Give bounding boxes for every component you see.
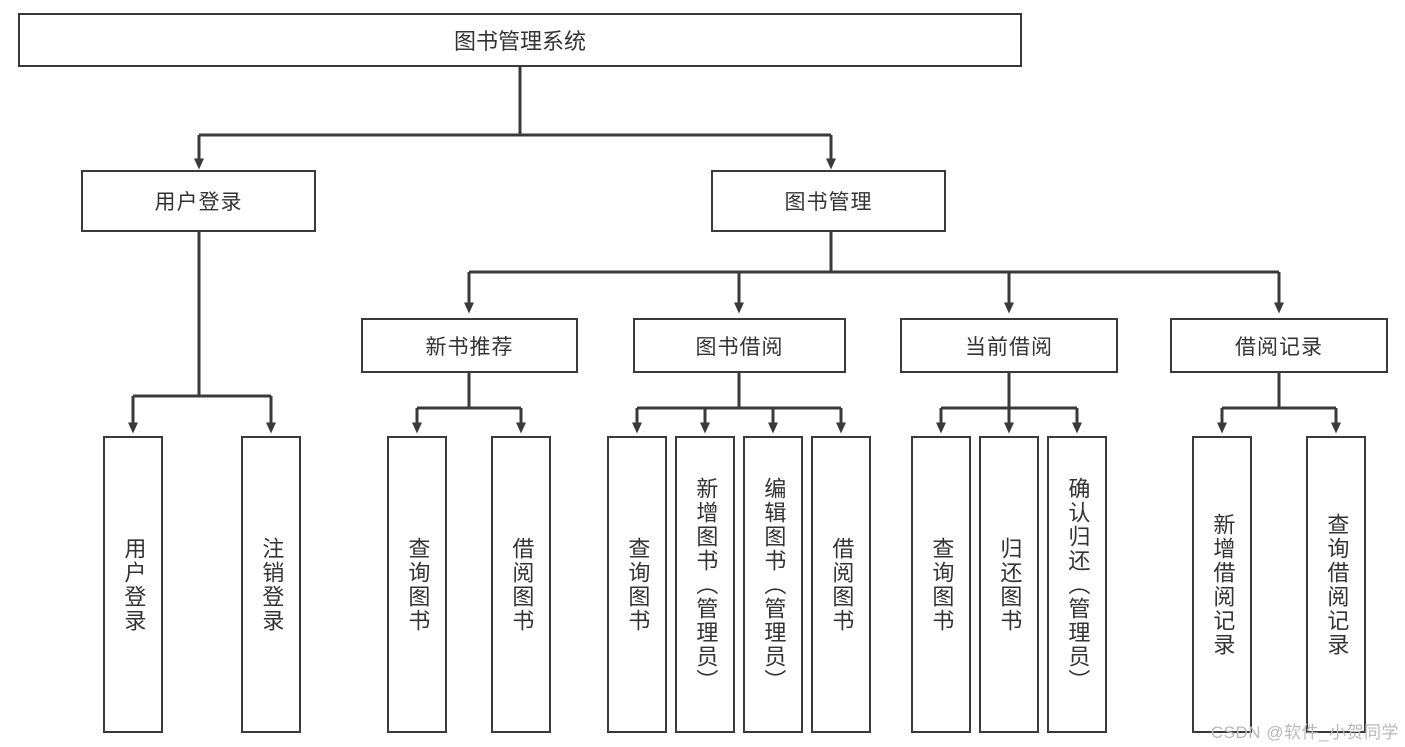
- leaf-logout[interactable]: 注销登录: [241, 436, 301, 733]
- leaf-query-book-recommend-label: 查询图书: [405, 536, 431, 633]
- leaf-query-book-recommend[interactable]: 查询图书: [387, 436, 447, 733]
- node-current-borrow[interactable]: 当前借阅: [900, 318, 1118, 373]
- node-new-book-recommend[interactable]: 新书推荐: [361, 318, 578, 373]
- node-user-login-label: 用户登录: [154, 191, 243, 214]
- leaf-query-book-current[interactable]: 查询图书: [911, 436, 971, 733]
- leaf-return-book[interactable]: 归还图书: [979, 436, 1039, 733]
- leaf-logout-label: 注销登录: [259, 536, 285, 633]
- leaf-confirm-return-admin[interactable]: 确认归还（管理员）: [1047, 436, 1107, 733]
- leaf-add-book-admin[interactable]: 新增图书（管理员）: [675, 436, 735, 733]
- leaf-borrow-book-recommend[interactable]: 借阅图书: [491, 436, 551, 733]
- node-new-book-recommend-label: 新书推荐: [425, 335, 514, 359]
- leaf-borrow-book-recommend-label: 借阅图书: [509, 536, 535, 633]
- node-borrow-record-label: 借阅记录: [1235, 335, 1323, 359]
- node-root[interactable]: 图书管理系统: [18, 13, 1022, 67]
- watermark: CSDN @软件_小贺同学: [1210, 723, 1399, 742]
- leaf-user-login-label: 用户登录: [121, 536, 147, 633]
- node-current-borrow-label: 当前借阅: [965, 335, 1053, 359]
- leaf-user-login[interactable]: 用户登录: [103, 436, 163, 733]
- leaf-return-book-label: 归还图书: [997, 536, 1023, 633]
- leaf-query-book-current-label: 查询图书: [929, 536, 955, 633]
- leaf-query-book-borrow-label: 查询图书: [625, 536, 651, 633]
- leaf-borrow-book-label: 借阅图书: [829, 536, 855, 633]
- node-book-borrow[interactable]: 图书借阅: [633, 318, 846, 373]
- leaf-query-book-borrow[interactable]: 查询图书: [607, 436, 667, 733]
- node-borrow-record[interactable]: 借阅记录: [1170, 318, 1388, 373]
- leaf-query-borrow-record-label: 查询借阅记录: [1324, 512, 1350, 657]
- leaf-edit-book-admin-label: 编辑图书（管理员）: [761, 476, 787, 693]
- node-book-management[interactable]: 图书管理: [711, 170, 946, 232]
- node-root-label: 图书管理系统: [453, 29, 586, 54]
- leaf-edit-book-admin[interactable]: 编辑图书（管理员）: [743, 436, 803, 733]
- node-user-login[interactable]: 用户登录: [81, 170, 316, 232]
- leaf-confirm-return-admin-label: 确认归还（管理员）: [1065, 476, 1091, 693]
- leaf-add-borrow-record[interactable]: 新增借阅记录: [1192, 436, 1252, 733]
- leaf-borrow-book[interactable]: 借阅图书: [811, 436, 871, 733]
- leaf-add-book-admin-label: 新增图书（管理员）: [693, 476, 719, 693]
- node-book-borrow-label: 图书借阅: [695, 335, 784, 359]
- leaf-query-borrow-record[interactable]: 查询借阅记录: [1306, 436, 1366, 733]
- leaf-add-borrow-record-label: 新增借阅记录: [1210, 512, 1236, 657]
- node-book-management-label: 图书管理: [784, 191, 873, 214]
